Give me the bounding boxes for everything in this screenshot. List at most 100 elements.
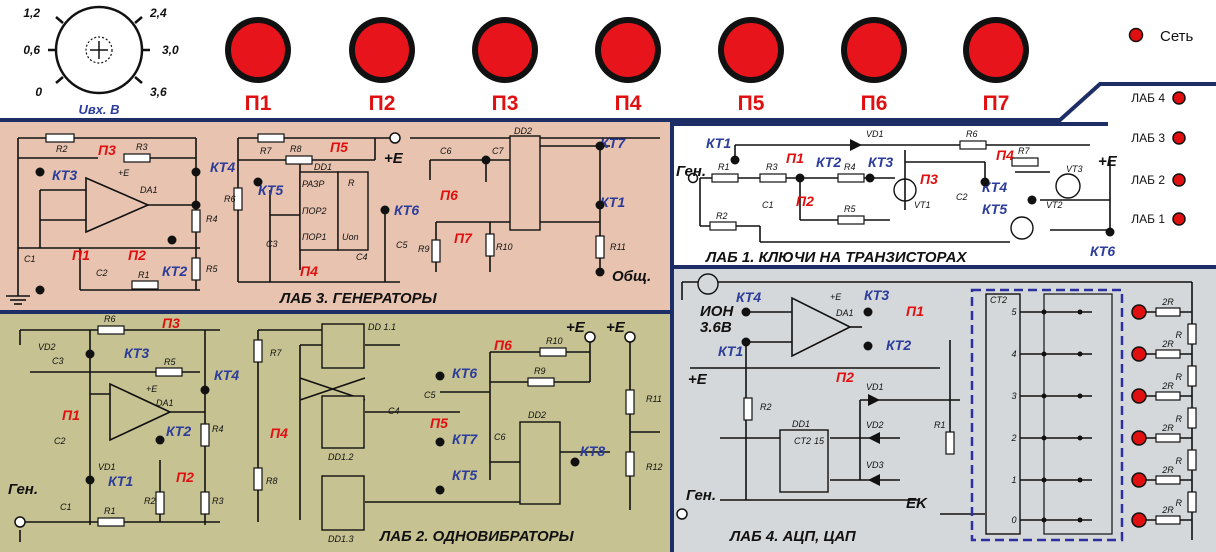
lab-indicator-2: ЛАБ 3 [1131, 131, 1186, 145]
dac-node [1041, 393, 1047, 399]
dac-2r-label: 2R [1161, 423, 1174, 433]
lab3-r4-label: R4 [206, 214, 218, 224]
test-point[interactable] [595, 141, 605, 151]
lab2-r4 [200, 423, 210, 447]
lab1-r3 [759, 173, 787, 183]
lab3-r7 [257, 133, 285, 143]
test-point[interactable] [730, 155, 740, 165]
test-point[interactable] [167, 235, 177, 245]
lab2-kt3: КТ3 [124, 345, 149, 361]
test-point[interactable] [435, 485, 445, 495]
lab-indicator-label: ЛАБ 4 [1131, 91, 1165, 105]
test-point[interactable] [863, 341, 873, 351]
lab3-kt6: КТ6 [394, 202, 419, 218]
test-point[interactable] [155, 435, 165, 445]
lab2-r7-label: R7 [270, 348, 282, 358]
lab-indicator-label: ЛАБ 1 [1131, 212, 1165, 226]
lab3-pin-razr: РАЗР [302, 179, 324, 189]
test-point[interactable] [595, 267, 605, 277]
lab4-panel-bg [672, 267, 1216, 552]
test-point[interactable] [1105, 227, 1115, 237]
lab3-p4: П4 [300, 263, 318, 279]
dac-node [1041, 309, 1047, 315]
lab3-c1-label: C1 [24, 254, 36, 264]
lab2-r1 [97, 517, 125, 527]
dac-led [1131, 430, 1147, 446]
lab4-dac-frame [970, 288, 1124, 542]
test-point[interactable] [795, 173, 805, 183]
button-p1[interactable]: П1 [225, 17, 291, 115]
test-point[interactable] [191, 167, 201, 177]
test-point[interactable] [570, 457, 580, 467]
test-point[interactable] [741, 337, 751, 347]
test-point[interactable] [253, 177, 263, 187]
dac-resistor-2r [1155, 391, 1181, 401]
button-p5[interactable]: П5 [718, 17, 784, 115]
voltage-dial[interactable]: 1,2 2,4 0,6 3,0 0 3,6 Uвх. В [23, 5, 179, 117]
button-p7[interactable]: П7 [963, 17, 1029, 115]
lab1-panel-bg [672, 122, 1216, 267]
button-p2[interactable]: П2 [349, 17, 415, 115]
dac-resistor-2r [1155, 515, 1181, 525]
test-point[interactable] [200, 385, 210, 395]
lab3-r7-label: R7 [260, 146, 272, 156]
lab-indicator-1: ЛАБ 4 [1131, 91, 1186, 105]
lab4-vd2-label: VD2 [866, 420, 884, 430]
lab2-kt6: КТ6 [452, 365, 477, 381]
test-point[interactable] [435, 371, 445, 381]
dac-resistor-r [1187, 449, 1197, 471]
lab2-kt7: КТ7 [452, 431, 478, 447]
test-point[interactable] [380, 205, 390, 215]
test-point[interactable] [85, 475, 95, 485]
lab2-supply-terminal-2 [624, 331, 636, 343]
test-point[interactable] [1027, 195, 1037, 205]
test-point[interactable] [481, 155, 491, 165]
dac-node [1077, 517, 1083, 523]
test-point[interactable] [191, 200, 201, 210]
lab2-r10-label: R10 [546, 336, 563, 346]
lab1-vd1-label: VD1 [866, 129, 884, 139]
lab4-vd1 [868, 394, 880, 406]
lab4-dd1-label: DD1 [792, 419, 810, 429]
lab1-kt6: КТ6 [1090, 243, 1115, 259]
dac-2r-label: 2R [1161, 381, 1174, 391]
button-p6[interactable]: П6 [841, 17, 907, 115]
dac-r-label: R [1176, 372, 1183, 382]
lab3-kt7: КТ7 [600, 135, 626, 151]
dac-led [1131, 346, 1147, 362]
test-point[interactable] [595, 200, 605, 210]
test-point[interactable] [435, 437, 445, 447]
dac-resistor-2r [1155, 307, 1181, 317]
lab4-vd3-label: VD3 [866, 460, 884, 470]
lab3-pin-uon: Uon [342, 232, 359, 242]
button-p3[interactable]: П3 [472, 17, 538, 115]
button-p4[interactable]: П4 [595, 17, 661, 115]
lab-indicator-led [1172, 173, 1186, 187]
test-point[interactable] [35, 167, 45, 177]
dial-tick-0-6: 0,6 [23, 43, 40, 57]
lab1-kt1: КТ1 [706, 135, 731, 151]
lab1-r7-label: R7 [1018, 146, 1030, 156]
dac-resistor-2r [1155, 349, 1181, 359]
lab3-ground-label: Общ. [612, 268, 651, 285]
lab3-r10 [485, 233, 495, 257]
lab4-ct2-inner-label: CT2 [794, 436, 811, 446]
dac-node [1041, 477, 1047, 483]
lab4-supply-label: +E [830, 292, 842, 302]
lab3-p2: П2 [128, 247, 146, 263]
lab2-vd1-label: VD1 [98, 462, 116, 472]
test-point[interactable] [980, 177, 990, 187]
lab3-r5-label: R5 [206, 264, 218, 274]
dac-node [1077, 309, 1083, 315]
test-point[interactable] [863, 307, 873, 317]
test-point[interactable] [85, 349, 95, 359]
test-point[interactable] [741, 307, 751, 317]
lab3-r1-label: R1 [138, 270, 150, 280]
button-p1-label: П1 [245, 92, 272, 115]
test-point[interactable] [35, 285, 45, 295]
dac-2r-label: 2R [1161, 339, 1174, 349]
dac-resistor-r [1187, 491, 1197, 513]
lab4-ek-label: EK [906, 495, 928, 512]
test-point[interactable] [865, 173, 875, 183]
